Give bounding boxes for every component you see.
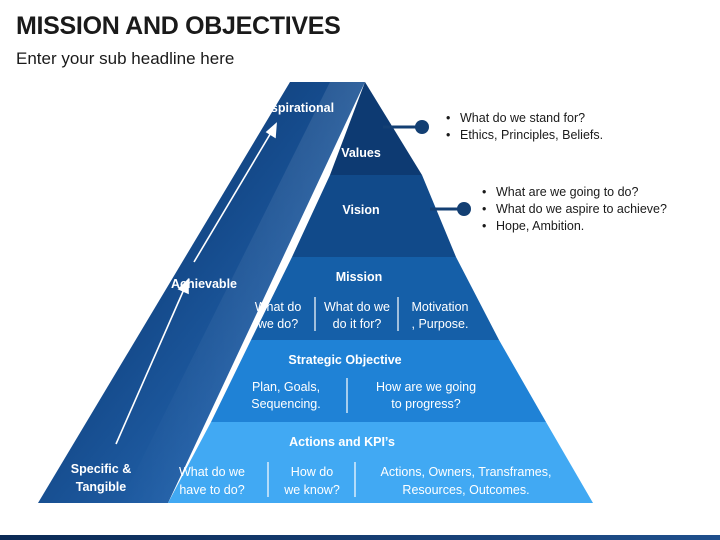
tier-actions: [168, 422, 593, 503]
actions-cell-owners-line1: Actions, Owners, Transframes,: [381, 465, 552, 479]
tier-vision: [292, 175, 456, 257]
arrow-tangible-to-achievable: [115, 278, 189, 445]
strategic-cell-progress-line2: to progress?: [391, 397, 461, 411]
vision-callout-item: What do we aspire to achieve?: [482, 201, 667, 218]
strategic-cell-plan-line2: Sequencing.: [251, 397, 321, 411]
label-specific-tangible-line2: Tangible: [76, 480, 127, 494]
pyramid-left-face-shade: [120, 82, 365, 503]
actions-cell-know-line1: How do: [291, 465, 333, 479]
arrow-achievable-to-aspirational: [193, 122, 277, 263]
label-aspirational: Aspirational: [262, 101, 334, 115]
label-specific-tangible: Specific &: [71, 462, 131, 476]
vision-title: Vision: [342, 203, 379, 217]
vision-callout-list: What are we going to do? What do we aspi…: [482, 184, 667, 235]
page-title: MISSION AND OBJECTIVES: [16, 12, 341, 40]
mission-cell-why-line2: do it for?: [333, 317, 382, 331]
actions-cell-todo-line2: have to do?: [179, 483, 244, 497]
actions-kpis-title: Actions and KPI’s: [289, 435, 395, 449]
actions-cell-know-line2: we know?: [283, 483, 340, 497]
label-achievable: Achievable: [171, 277, 237, 291]
mission-cell-why-line1: What do we: [324, 300, 390, 314]
vision-callout-item: Hope, Ambition.: [482, 218, 667, 235]
mission-cell-motivation-line1: Motivation: [412, 300, 469, 314]
mission-title: Mission: [336, 270, 383, 284]
actions-cell-todo-line1: What do we: [179, 465, 245, 479]
page-subtitle: Enter your sub headline here: [16, 49, 235, 68]
mission-cell-what-line1: What do: [255, 300, 302, 314]
strategic-cell-plan-line1: Plan, Goals,: [252, 380, 320, 394]
values-title: Values: [341, 146, 381, 160]
footer-bar: [0, 535, 720, 540]
values-callout-list: What do we stand for? Ethics, Principles…: [446, 110, 603, 144]
values-callout-item: What do we stand for?: [446, 110, 603, 127]
values-connector: [383, 120, 429, 134]
values-callout-item: Ethics, Principles, Beliefs.: [446, 127, 603, 144]
actions-cell-owners-line2: Resources, Outcomes.: [402, 483, 529, 497]
tier-values: [330, 82, 422, 175]
mission-cell-what-line2: we do?: [257, 317, 298, 331]
strategic-cell-progress-line1: How are we going: [376, 380, 476, 394]
tier-mission: [251, 257, 499, 340]
tier-strategic: [211, 340, 546, 422]
vision-connector: [430, 202, 471, 216]
strategic-objective-title: Strategic Objective: [288, 353, 401, 367]
mission-cell-motivation-line2: , Purpose.: [412, 317, 469, 331]
vision-callout-item: What are we going to do?: [482, 184, 667, 201]
